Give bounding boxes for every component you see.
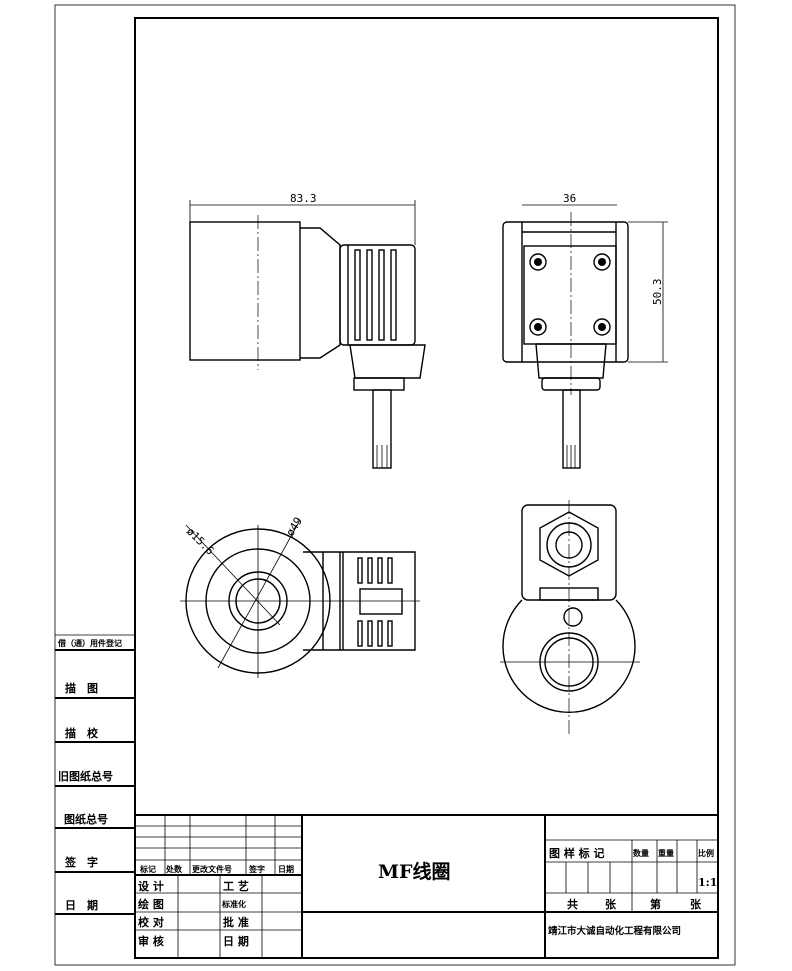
rev-header-doc: 更改文件号 bbox=[192, 864, 232, 874]
label-weight: 重量 bbox=[658, 848, 674, 858]
label-check: 校 对 bbox=[138, 915, 164, 929]
drawing-title: MF线圈 bbox=[378, 860, 451, 883]
rev-header-mark: 标记 bbox=[139, 864, 156, 874]
screw-icon bbox=[563, 607, 583, 627]
front-view: 36 50.3 bbox=[502, 192, 668, 469]
strip-label-drawing-number: 图纸总号 bbox=[64, 812, 108, 826]
bolt-icon bbox=[593, 253, 611, 271]
bolt-icon bbox=[593, 318, 611, 336]
title-block: 标记 处数 更改文件号 签字 日期 设 计 绘 图 校 对 审 核 工 艺 标准… bbox=[135, 814, 718, 958]
strip-label-date: 日 期 bbox=[65, 898, 98, 912]
end-view-coil: ø15.6 ø49 bbox=[180, 515, 420, 678]
bolt-icon bbox=[529, 253, 547, 271]
label-pattern-mark: 图 样 标 记 bbox=[549, 846, 605, 860]
label-total: 共 bbox=[567, 897, 578, 911]
outer-border bbox=[54, 4, 736, 966]
strip-label-trace: 描 图 bbox=[65, 681, 98, 695]
dim-inner-diameter: ø15.6 bbox=[184, 525, 217, 558]
inner-frame bbox=[134, 17, 719, 959]
left-strip: 借（通）用件登记 描 图 描 校 旧图纸总号 图纸总号 签 字 日 期 bbox=[55, 634, 135, 915]
rev-header-count: 处数 bbox=[165, 864, 183, 874]
rev-header-date: 日期 bbox=[278, 864, 294, 874]
label-ratio: 比例 bbox=[698, 848, 714, 858]
strip-label-signature: 签 字 bbox=[64, 855, 98, 869]
label-quantity: 数量 bbox=[633, 848, 649, 858]
side-view: 83.3 bbox=[189, 192, 426, 469]
label-sheets: 张 bbox=[605, 897, 617, 911]
label-sheet: 张 bbox=[690, 897, 702, 911]
strip-label-old-number: 旧图纸总号 bbox=[58, 769, 113, 783]
label-draw: 绘 图 bbox=[138, 897, 164, 911]
scale-value: 1:1 bbox=[698, 876, 717, 889]
end-view-connector bbox=[500, 500, 640, 735]
label-design: 设 计 bbox=[138, 879, 164, 893]
strip-label-trace-check: 描 校 bbox=[65, 726, 99, 740]
label-nth: 第 bbox=[650, 897, 661, 911]
label-review: 审 核 bbox=[138, 934, 164, 948]
label-process: 工 艺 bbox=[223, 879, 249, 893]
dim-length: 83.3 bbox=[290, 192, 317, 205]
company-name: 靖江市大诚自动化工程有限公司 bbox=[548, 925, 681, 937]
rev-header-sign: 签字 bbox=[248, 864, 265, 874]
strip-label-borrow: 借（通）用件登记 bbox=[57, 638, 122, 648]
label-standard: 标准化 bbox=[221, 899, 246, 909]
label-approve: 批 准 bbox=[223, 915, 249, 929]
bolt-icon bbox=[529, 318, 547, 336]
label-date: 日 期 bbox=[223, 934, 249, 948]
dim-width: 36 bbox=[563, 192, 576, 205]
dim-height: 50.3 bbox=[651, 279, 664, 306]
